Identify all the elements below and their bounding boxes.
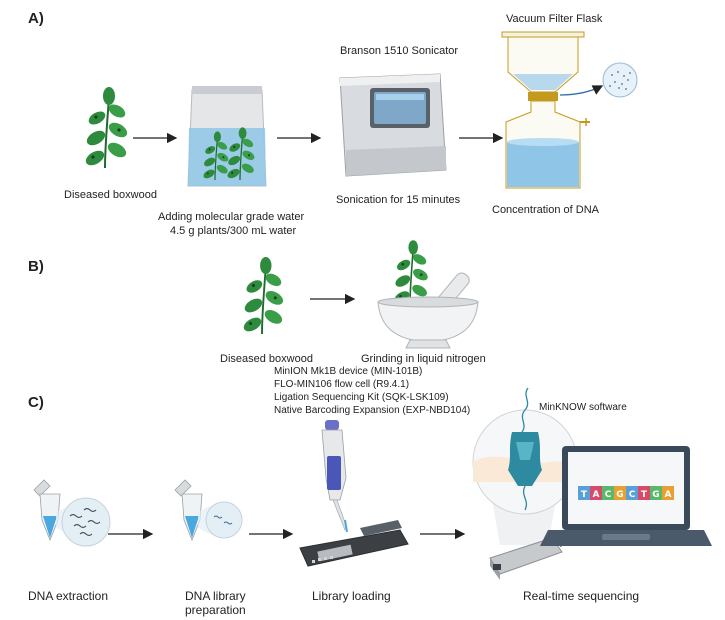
dna-library-tube-icon [174, 479, 243, 542]
label-library-loading: Library loading [312, 589, 391, 603]
label-diseased-boxwood-b: Diseased boxwood [220, 353, 313, 365]
label-concentration: Concentration of DNA [492, 204, 599, 216]
base-letter: T [581, 490, 588, 500]
label-device-1: MinION Mk1B device (MIN-101B) [274, 366, 423, 377]
base-letter: G [652, 490, 659, 500]
label-library-prep-2: preparation [185, 603, 246, 617]
label-device-3: Ligation Sequencing Kit (SQK-LSK109) [274, 392, 449, 403]
label-device-4: Native Barcoding Expansion (EXP-NBD104) [274, 405, 471, 416]
dna-extraction-tube-icon [33, 479, 111, 547]
pipette-minion-icon [299, 420, 409, 567]
label-grinding: Grinding in liquid nitrogen [361, 353, 486, 365]
base-call-display: T A C G C T G A [578, 486, 674, 500]
label-diseased-boxwood-a: Diseased boxwood [64, 189, 157, 201]
boxwood-leaves-icon [82, 86, 131, 170]
base-letter: A [665, 490, 672, 500]
label-sonicator-name: Branson 1510 Sonicator [340, 45, 459, 57]
label-dna-extraction: DNA extraction [28, 589, 109, 603]
sonicator-icon [339, 73, 447, 177]
label-real-time-sequencing: Real-time sequencing [523, 589, 640, 603]
nanopore-icon [472, 387, 578, 545]
base-letter: C [629, 490, 636, 500]
panel-b-label: B) [28, 258, 44, 275]
panel-c-label: C) [28, 394, 44, 411]
label-flask-name: Vacuum Filter Flask [506, 13, 603, 25]
panel-a-label: A) [28, 10, 44, 27]
label-adding-water: Adding molecular grade water [158, 211, 305, 223]
base-letter: C [605, 490, 612, 500]
label-plant-ratio: 4.5 g plants/300 mL water [170, 225, 297, 237]
mortar-pestle-icon [377, 239, 479, 349]
vacuum-filter-flask-icon [501, 31, 638, 189]
label-device-2: FLO-MIN106 flow cell (R9.4.1) [274, 379, 410, 390]
label-library-prep-1: DNA library [185, 589, 246, 603]
boxwood-leaves-icon [240, 256, 287, 336]
base-letter: T [641, 490, 648, 500]
label-minknow: MinKNOW software [539, 402, 627, 413]
water-bag-icon [187, 86, 267, 187]
base-letter: A [593, 490, 600, 500]
base-letter: G [616, 490, 623, 500]
label-sonication: Sonication for 15 minutes [336, 194, 461, 206]
